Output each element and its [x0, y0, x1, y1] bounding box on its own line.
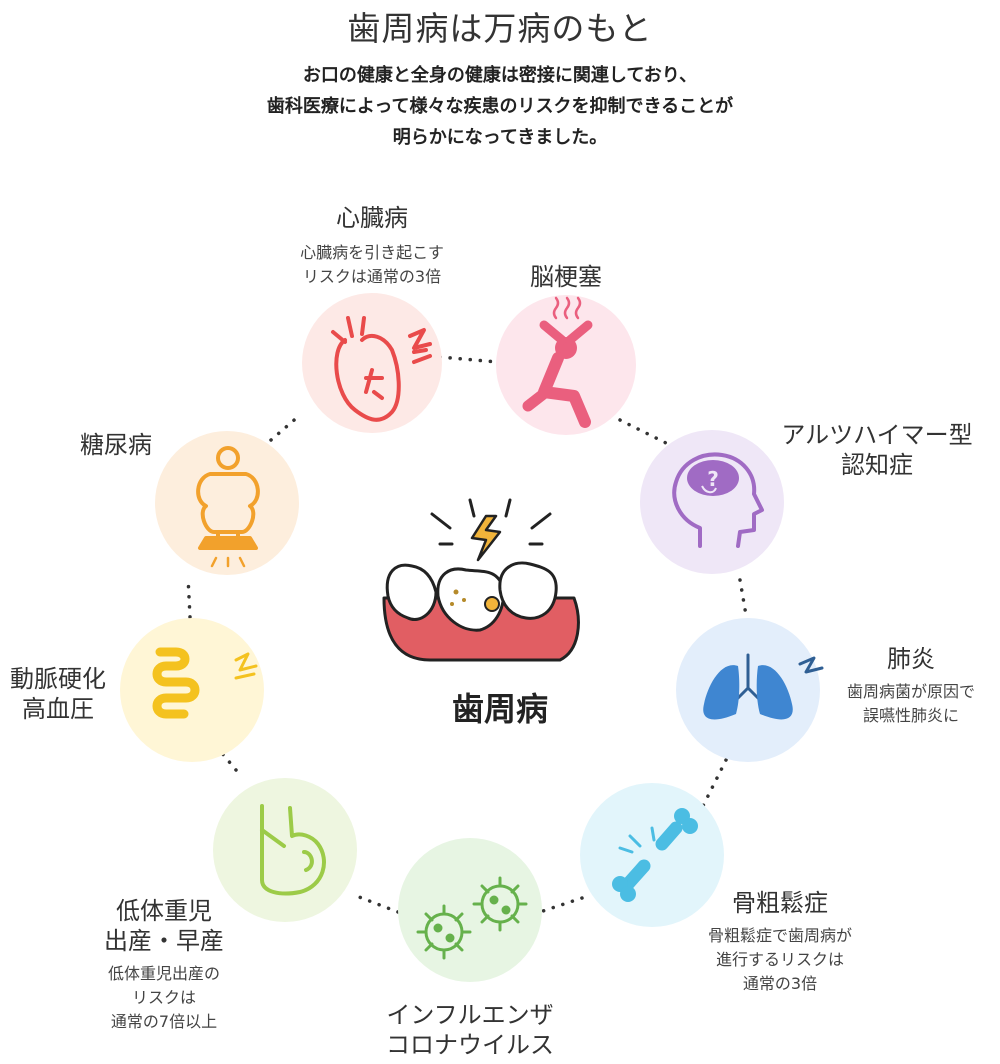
- pneumonia-node: [676, 618, 824, 762]
- desc-line: 骨粗鬆症で歯周病が: [707, 926, 852, 945]
- label-lowbirth: 低体重児 出産・早産 低体重児出産の リスクは 通常の7倍以上: [64, 896, 264, 1034]
- virus-icon: [416, 876, 528, 960]
- label-heart: 心臓病 心臓病を引き起こす リスクは通常の3倍: [272, 203, 472, 289]
- osteoporosis-node: [580, 783, 724, 927]
- label-arterio: 動脈硬化 高血圧: [0, 664, 116, 724]
- connector-dots: [186, 355, 748, 914]
- disease-name: 動脈硬化: [10, 665, 106, 693]
- svg-text:?: ?: [707, 467, 719, 491]
- disease-name: コロナウイルス: [386, 1031, 554, 1059]
- disease-name: 骨粗鬆症: [732, 889, 828, 917]
- disease-name: 肺炎: [887, 645, 935, 673]
- lungs-icon: [703, 653, 824, 720]
- desc-line: 誤嚥性肺炎に: [862, 706, 959, 725]
- label-influenza: インフルエンザ コロナウイルス: [362, 1000, 578, 1060]
- obese-person-icon: [196, 446, 260, 568]
- disease-desc: 低体重児出産の リスクは 通常の7倍以上: [64, 962, 264, 1034]
- disease-name: 低体重児: [116, 897, 212, 925]
- lowbirth-node: [213, 778, 357, 922]
- disease-name: アルツハイマー型: [781, 421, 973, 449]
- brain-question-icon: ?: [672, 452, 764, 548]
- heart-icon: [331, 316, 432, 422]
- diabetes-node: [155, 431, 299, 575]
- heart-node: [302, 293, 442, 433]
- label-stroke: 脳梗塞: [500, 262, 632, 292]
- disease-name: 出産・早産: [104, 927, 224, 955]
- intro-line: お口の健康と全身の健康は密接に関連しており、: [302, 65, 698, 86]
- intro-line: 歯科医療によって様々な疾患のリスクを抑制できることが: [266, 96, 734, 117]
- intro-text: お口の健康と全身の健康は密接に関連しており、 歯科医療によって様々な疾患のリスク…: [0, 60, 1000, 153]
- disease-name: 高血圧: [22, 695, 94, 723]
- influenza-node: [398, 838, 542, 982]
- dementia-node: ?: [640, 430, 784, 574]
- disease-name: 心臓病: [336, 204, 408, 232]
- desc-line: 進行するリスクは: [715, 950, 844, 969]
- disease-name: 糖尿病: [80, 431, 152, 459]
- disease-desc: 骨粗鬆症で歯周病が 進行するリスクは 通常の3倍: [680, 924, 880, 996]
- label-diabetes: 糖尿病: [56, 430, 176, 460]
- headache-person-icon: [522, 296, 593, 428]
- disease-desc: 心臓病を引き起こす リスクは通常の3倍: [272, 241, 472, 289]
- center-label: 歯周病: [451, 690, 548, 728]
- pregnant-woman-icon: [260, 804, 326, 896]
- desc-line: 通常の3倍: [742, 974, 818, 993]
- desc-line: 低体重児出産の: [107, 964, 220, 983]
- desc-line: リスクは通常の3倍: [302, 267, 442, 286]
- desc-line: 歯周病菌が原因で: [846, 682, 975, 701]
- label-osteoporosis: 骨粗鬆症 骨粗鬆症で歯周病が 進行するリスクは 通常の3倍: [680, 888, 880, 996]
- arterio-node: [120, 618, 264, 762]
- stroke-node: [496, 295, 636, 435]
- page-title: 歯周病は万病のもと: [347, 9, 653, 48]
- label-pneumonia: 肺炎 歯周病菌が原因で 誤嚥性肺炎に: [822, 644, 1000, 728]
- blood-vessel-icon: [152, 647, 258, 719]
- label-dementia: アルツハイマー型 認知症: [762, 420, 992, 480]
- disease-name: 認知症: [841, 451, 913, 479]
- disease-name: インフルエンザ: [386, 1001, 554, 1029]
- desc-line: 心臓病を引き起こす: [300, 243, 444, 262]
- disease-desc: 歯周病菌が原因で 誤嚥性肺炎に: [822, 680, 1000, 728]
- toothache-icon: [382, 498, 580, 662]
- desc-line: リスクは: [131, 988, 196, 1007]
- disease-name: 脳梗塞: [530, 263, 602, 291]
- intro-line: 明らかになってきました。: [392, 127, 608, 148]
- broken-bone-icon: [612, 808, 698, 902]
- desc-line: 通常の7倍以上: [110, 1012, 218, 1031]
